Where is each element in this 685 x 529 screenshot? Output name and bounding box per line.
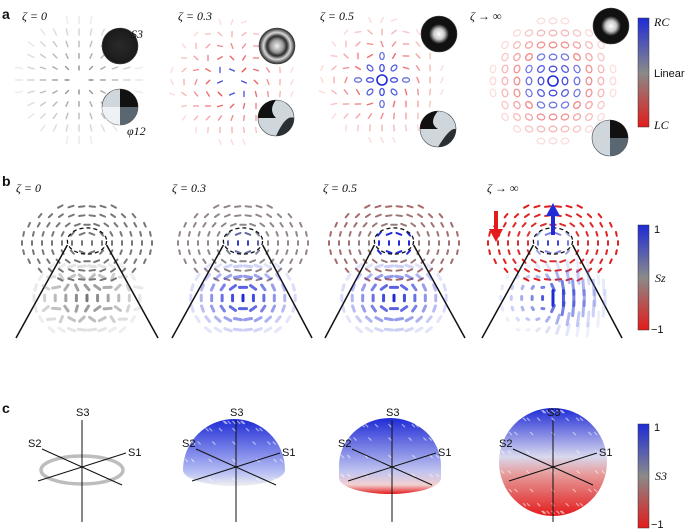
colorbar-b-bottom: −1 (651, 324, 664, 336)
panel-a-zeta-03: ζ = 0.3 (178, 9, 212, 23)
colorbar-b-label: Sz (655, 271, 666, 285)
panel-b-label: b (2, 173, 11, 189)
phi-inset-zeta-0 (101, 88, 139, 126)
polarization-field-zeta-03 (168, 18, 294, 145)
colorbar-a-bottom: LC (653, 118, 670, 132)
s1-axis-label: S1 (438, 447, 451, 459)
s3-inset-zeta-03 (258, 27, 296, 65)
panel-b-zeta-05: ζ = 0.5 (323, 181, 357, 195)
panel-a-label: a (2, 6, 10, 22)
colorbar-b-top: 1 (654, 224, 660, 236)
panel-a-zeta-inf: ζ → ∞ (470, 9, 502, 23)
s2-axis-label: S2 (182, 438, 195, 450)
colorbar-c-bottom: −1 (651, 519, 664, 529)
panel-c-label: c (2, 400, 10, 416)
spin-disk-zeta-05 (324, 204, 466, 339)
colorbar-a (637, 17, 650, 128)
panel-a: a ζ = 0 ζ = 0.3 ζ = 0.5 ζ → ∞ S3 φ12 (2, 6, 685, 157)
panel-a-zeta-05: ζ = 0.5 (320, 9, 354, 23)
s3-axis-label: S3 (76, 407, 89, 419)
s1-axis-label: S1 (128, 447, 141, 459)
s3-axis-label: S3 (547, 407, 560, 419)
panel-b: b ζ = 0 ζ = 0.3 ζ = 0.5 ζ → ∞ 1 Sz −1 (2, 173, 666, 339)
s1-axis-label: S1 (282, 447, 295, 459)
s3-inset-zeta-05 (420, 15, 458, 53)
polarization-field-zeta-inf (489, 17, 617, 145)
phi-inset-zeta-inf (591, 119, 629, 157)
s3-inset-label: S3 (131, 27, 143, 41)
polarization-field-zeta-05 (318, 16, 444, 144)
up-arrow-icon (546, 203, 560, 235)
s2-axis-label: S2 (28, 438, 41, 450)
colorbar-b (637, 224, 650, 331)
s1-axis-label: S1 (599, 447, 612, 459)
s3-inset-zeta-inf (592, 7, 630, 45)
spin-disk-zeta-03 (171, 204, 313, 339)
s2-axis-label: S2 (499, 438, 512, 450)
panel-b-zeta-inf: ζ → ∞ (487, 181, 519, 195)
s3-axis-label: S3 (230, 407, 243, 419)
s3-axis-label: S3 (386, 407, 399, 419)
spin-disk-zeta-0 (15, 204, 159, 339)
phi-inset-label: φ12 (127, 124, 146, 138)
colorbar-c-label: S3 (655, 469, 667, 483)
colorbar-c (637, 423, 650, 529)
colorbar-a-middle: Linear (654, 68, 685, 80)
s3-inset-zeta-0 (101, 27, 139, 65)
colorbar-a-top: RC (653, 15, 670, 29)
panel-a-zeta-0: ζ = 0 (22, 9, 47, 23)
stokes-dome-zeta-03 (183, 419, 285, 486)
down-arrow-icon (489, 211, 503, 242)
colorbar-c-top: 1 (654, 422, 660, 434)
phi-inset-zeta-03 (257, 99, 295, 137)
phi-inset-zeta-05 (419, 110, 457, 148)
panel-b-zeta-0: ζ = 0 (16, 181, 41, 195)
s2-axis-label: S2 (338, 438, 351, 450)
panel-b-zeta-03: ζ = 0.3 (172, 181, 206, 195)
